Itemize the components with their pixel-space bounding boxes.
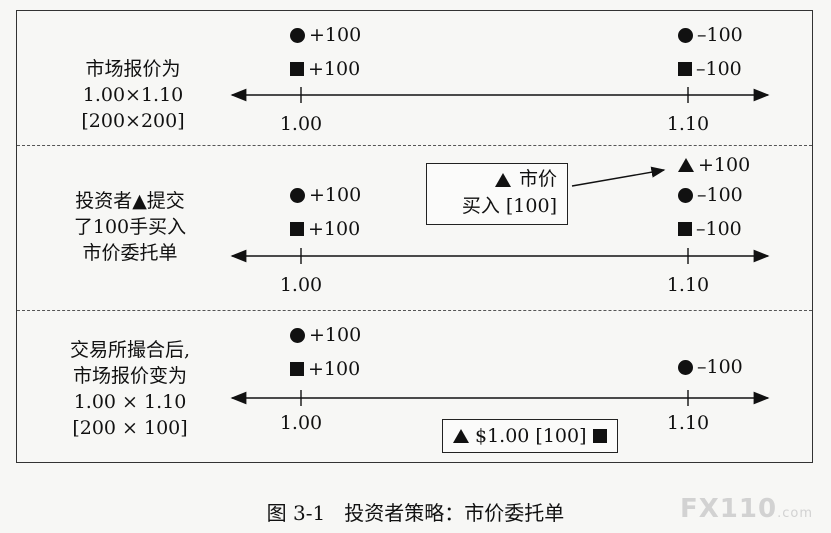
section-divider <box>17 310 812 311</box>
triangle-icon <box>453 429 469 443</box>
bid-order: +100 <box>290 218 360 240</box>
ask-order: –100 <box>678 24 743 46</box>
ask-order: –100 <box>678 184 743 206</box>
label-line: 了100手买入 <box>73 216 187 238</box>
ask-order: –100 <box>678 218 742 240</box>
bid-order: +100 <box>290 358 360 380</box>
bid-order: +100 <box>290 324 361 346</box>
triangle-icon <box>678 158 694 172</box>
circle-icon <box>290 27 305 43</box>
ask-order: –100 <box>678 58 742 80</box>
label-line: 交易所撮合后, <box>69 339 191 361</box>
square-icon <box>678 222 692 236</box>
square-icon <box>290 62 304 76</box>
price-axis-3 <box>230 390 770 406</box>
ask-order: –100 <box>678 356 743 378</box>
label-line: 市场报价变为 <box>72 365 187 387</box>
callout-pointer-arrow <box>571 166 666 187</box>
square-icon <box>290 362 304 376</box>
label-line: 1.00 × 1.10 <box>73 391 187 413</box>
bid-order: +100 <box>290 24 361 46</box>
tick-label: 1.10 <box>666 113 710 135</box>
circle-icon <box>678 359 693 375</box>
tick-label: 1.10 <box>666 274 710 296</box>
section-2-label: 投资者▲提交 了100手买入 市价委托单 <box>40 188 220 266</box>
label-line: [200×200] <box>81 110 185 132</box>
circle-icon <box>678 27 693 43</box>
label-line: [200 × 100] <box>72 417 188 439</box>
watermark-logo: FX110.com <box>680 494 813 524</box>
square-icon <box>678 62 692 76</box>
bid-order: +100 <box>290 184 361 206</box>
tick-label: 1.00 <box>279 113 323 135</box>
square-icon <box>290 222 304 236</box>
square-icon <box>592 429 607 443</box>
label-line: 市场报价为 <box>85 58 181 80</box>
figure-caption: 图 3-1 投资者策略：市价委托单 <box>266 501 565 525</box>
market-buy-order: +100 <box>678 154 750 176</box>
price-axis-2 <box>230 248 770 264</box>
label-line: 市价委托单 <box>82 242 178 264</box>
diagram-frame <box>16 10 813 463</box>
label-line: 1.00×1.10 <box>82 84 184 106</box>
market-buy-callout: 市价 买入 [100] <box>426 163 568 225</box>
price-axis-1 <box>230 87 770 103</box>
section-1-label: 市场报价为 1.00×1.10 [200×200] <box>48 56 218 134</box>
circle-icon <box>290 327 305 343</box>
label-line: 投资者▲提交 <box>75 190 185 212</box>
tick-label: 1.10 <box>666 412 710 434</box>
section-3-label: 交易所撮合后, 市场报价变为 1.00 × 1.10 [200 × 100] <box>30 337 230 441</box>
tick-label: 1.00 <box>279 274 323 296</box>
triangle-icon <box>494 172 511 187</box>
bid-order: +100 <box>290 58 360 80</box>
circle-icon <box>290 187 305 203</box>
matched-trade-box: $1.00 [100] <box>442 419 618 453</box>
section-divider <box>17 145 812 146</box>
circle-icon <box>678 187 693 203</box>
tick-label: 1.00 <box>279 412 323 434</box>
